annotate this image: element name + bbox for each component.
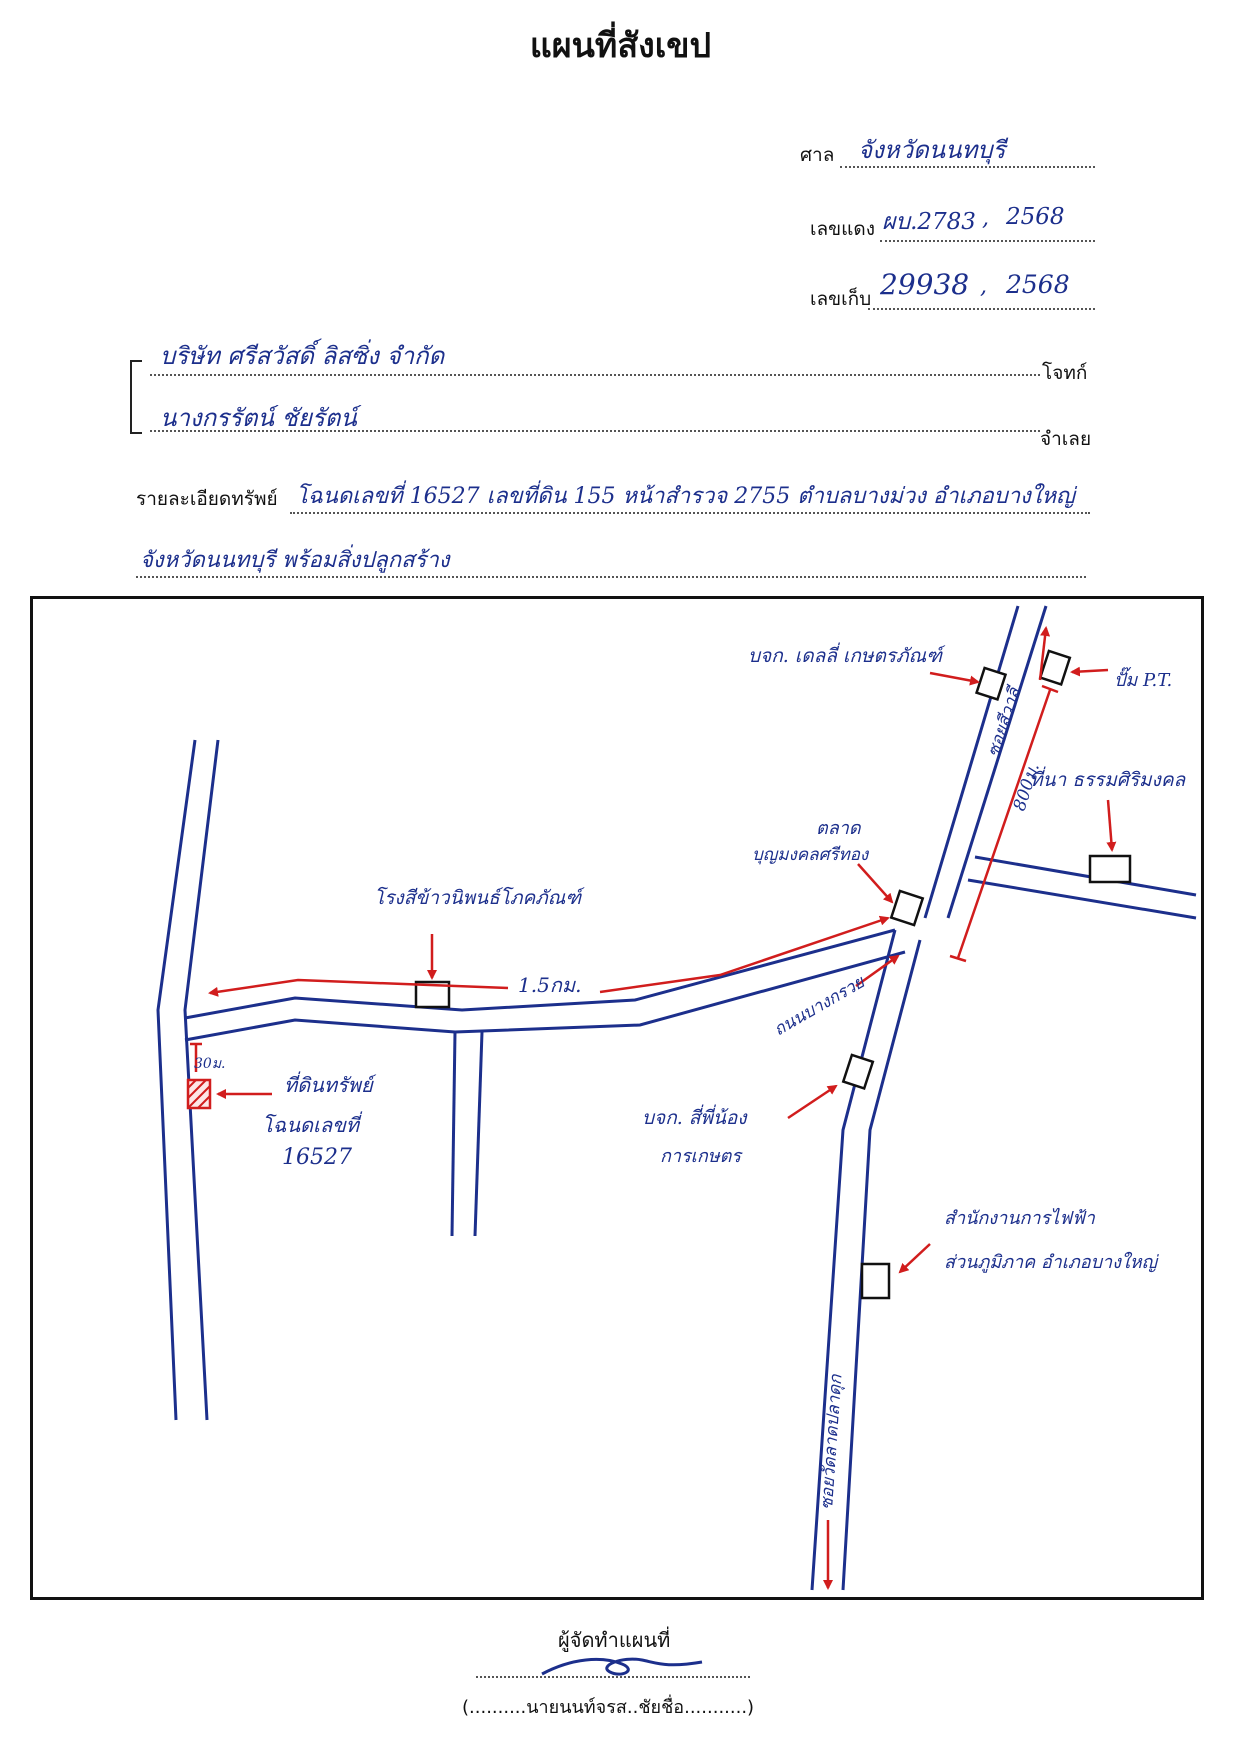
label-mill: โรงสีข้าวนิพนธ์โภคภัณฑ์ xyxy=(374,886,585,909)
arrow-top-shop xyxy=(929,671,980,686)
dist-1-5km-line-left xyxy=(208,978,509,997)
dist-1-5km-line-right xyxy=(599,915,890,994)
maker-signature xyxy=(472,1650,752,1684)
page-title: แผนที่สังเขป xyxy=(529,26,712,66)
side-branch-road xyxy=(450,1031,484,1237)
keep-number-separator: , xyxy=(980,274,987,299)
label-pt: ปั๊ม P.T. xyxy=(1114,666,1172,691)
red-number-separator: , xyxy=(982,206,989,231)
building-top-shop xyxy=(974,666,1008,702)
label-temple: ที่นา ธรรมศิริมงคล xyxy=(1030,766,1187,791)
label-dist-30: 30ม. xyxy=(194,1056,226,1072)
property-dotline-1 xyxy=(290,512,1090,514)
label-1-5km: 1.5กม. xyxy=(518,973,581,997)
arrow-north xyxy=(1038,626,1051,681)
arrow-shop-mid xyxy=(787,1084,838,1120)
defendant-label: จำเลย xyxy=(1040,428,1092,450)
arrow-electric xyxy=(898,1243,931,1274)
keep-number-label: เลขเก็บ xyxy=(810,288,872,310)
red-number-year: 2568 xyxy=(1006,204,1065,230)
court-field: ศาล จังหวัดนนทบุรี xyxy=(800,128,1100,168)
plaintiff-dotline xyxy=(150,374,1040,376)
property-line-1: โฉนดเลขที่ 16527 เลขที่ดิน 155 หน้าสำรวจ… xyxy=(296,484,1075,509)
label-shop-mid-1: บจก. สี่พี่น้อง xyxy=(642,1104,748,1129)
keep-number-year: 2568 xyxy=(1006,270,1070,299)
building-temple xyxy=(1088,854,1132,884)
building-pt xyxy=(1038,649,1072,686)
defendant-value: นางกรรัตน์ ชัยรัตน์ xyxy=(160,404,357,432)
red-number-dotline xyxy=(880,240,1095,242)
label-deed-no: 16527 xyxy=(282,1145,352,1170)
building-market xyxy=(889,889,925,927)
court-dotline xyxy=(840,166,1095,168)
keep-number-field: เลขเก็บ 29938 , 2568 xyxy=(810,268,1100,310)
dist-30m-line xyxy=(190,1042,202,1072)
maker-name: (..........นายนนท์จรส..ชัยชื่อ..........… xyxy=(462,1697,755,1718)
defendant-dotline xyxy=(150,430,1040,432)
parties-bracket xyxy=(130,360,142,434)
label-road: ถนนบางกรวย xyxy=(771,972,869,1040)
property-dotline-2 xyxy=(136,576,1086,578)
arrow-market xyxy=(857,863,894,904)
arrow-road xyxy=(855,954,900,988)
keep-number-dotline xyxy=(868,308,1095,310)
property-label: รายละเอียดทรัพย์ xyxy=(136,488,278,510)
right-road-upper xyxy=(923,605,1048,919)
label-property: ที่ดินทรัพย์ xyxy=(284,1071,377,1097)
label-top-shop: บจก. เดลลี่ เกษตรภัณฑ์ xyxy=(748,642,946,667)
dist-800m-line xyxy=(949,684,1059,963)
arrow-temple xyxy=(1106,799,1117,852)
label-market-1: ตลาด xyxy=(816,818,862,839)
label-soi-bottom: ซอยวัดลาดปลาดุก xyxy=(817,1373,846,1510)
property-line-2: จังหวัดนนทบุรี พร้อมสิ่งปลูกสร้าง xyxy=(140,548,450,573)
keep-number-value: 29938 xyxy=(880,268,970,301)
arrow-pt xyxy=(1070,666,1109,677)
label-electric-1: สำนักงานการไฟฟ้า xyxy=(944,1207,1096,1229)
label-shop-mid-2: การเกษตร xyxy=(660,1146,743,1167)
left-road xyxy=(156,739,220,1421)
building-shop-mid xyxy=(841,1053,875,1090)
court-label: ศาล xyxy=(800,144,835,166)
label-electric-2: ส่วนภูมิภาค อำเภอบางใหญ่ xyxy=(944,1251,1159,1273)
red-annotations xyxy=(190,626,1117,1590)
court-value: จังหวัดนนทบุรี xyxy=(858,136,1006,164)
label-market-2: บุญมงคลศรีทอง xyxy=(752,845,870,865)
building-electric xyxy=(860,1262,891,1300)
red-number-label: เลขแดง xyxy=(810,218,875,240)
red-number-field: เลขแดง ผบ.2783 , 2568 xyxy=(810,200,1100,242)
plaintiff-label: โจทก์ xyxy=(1042,362,1088,384)
map-frame xyxy=(30,596,1204,1600)
maker-label: ผู้จัดทำแผนที่ xyxy=(558,1628,671,1652)
label-deed: โฉนดเลขที่ xyxy=(262,1111,363,1137)
right-road-lower xyxy=(810,929,922,1591)
plaintiff-value: บริษัท ศรีสวัสดิ์ ลิสซิ่ง จำกัด xyxy=(160,342,445,370)
red-number-value: ผบ.2783 xyxy=(882,209,976,235)
maker-dotline xyxy=(476,1676,750,1678)
property-marker xyxy=(186,1078,212,1110)
right-side-branch xyxy=(967,855,1197,920)
